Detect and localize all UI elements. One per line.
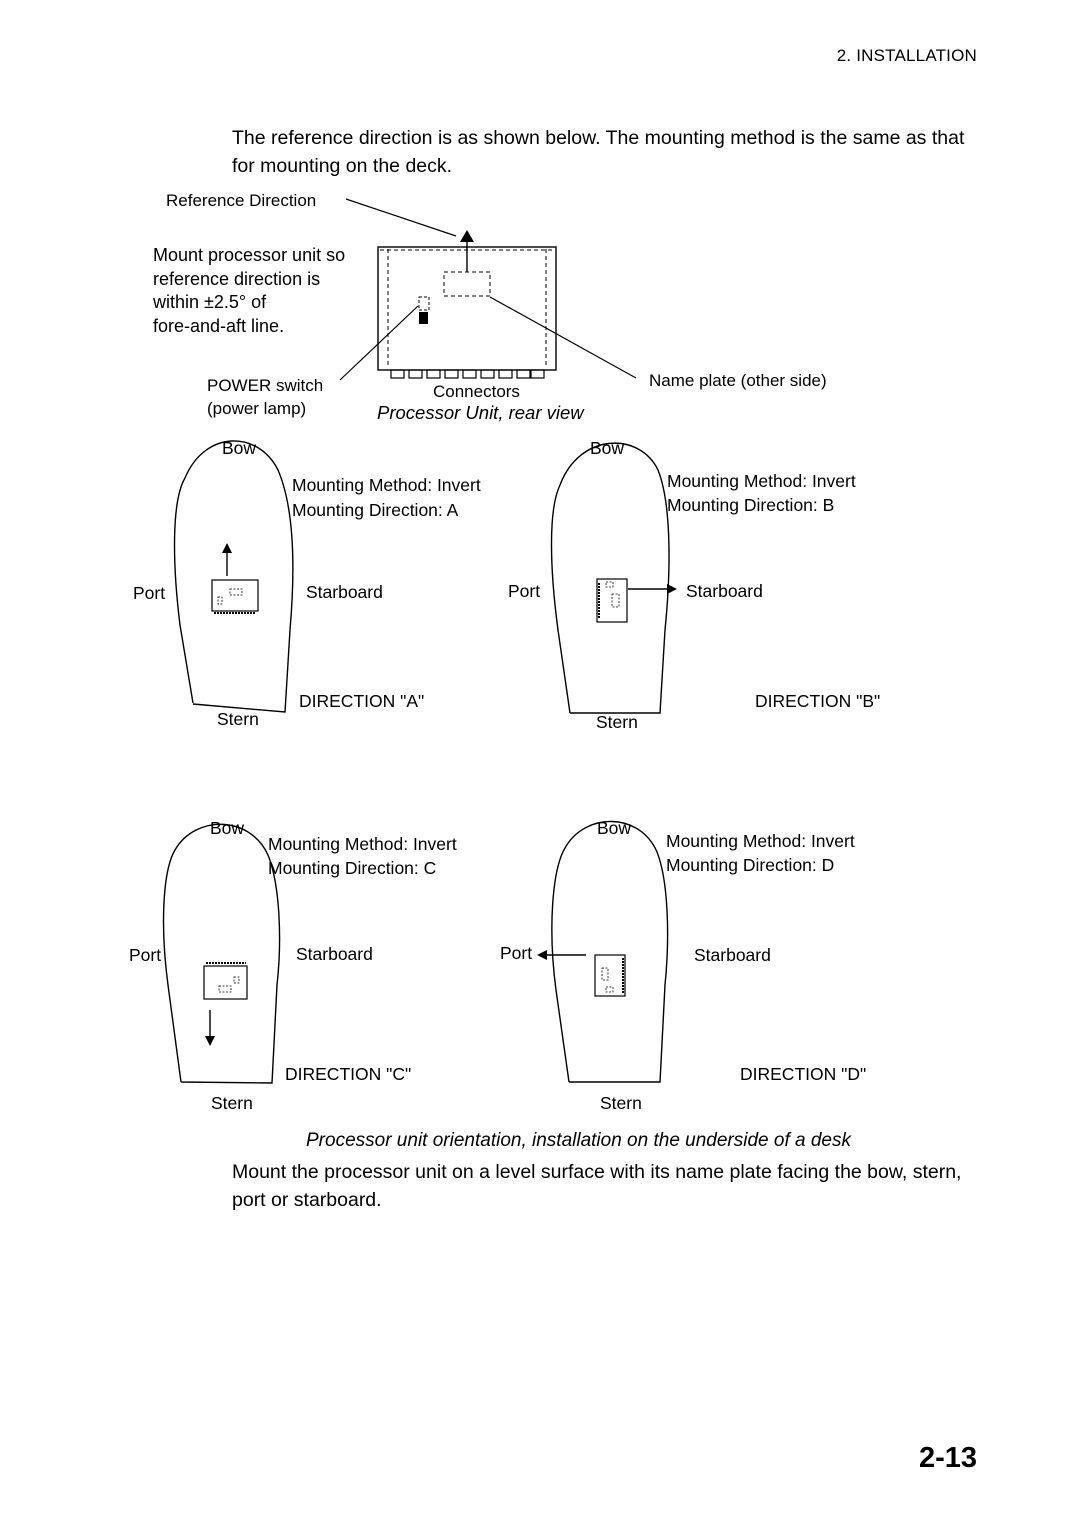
- mounting-info-b: Mounting Method: Invert Mounting Directi…: [667, 469, 856, 517]
- mounting-info-c: Mounting Method: Invert Mounting Directi…: [268, 833, 457, 880]
- mounting-method: Mounting Method: Invert: [292, 475, 481, 495]
- mounting-method: Mounting Method: Invert: [268, 834, 457, 854]
- mounting-direction: Mounting Direction: D: [666, 854, 835, 875]
- mounting-info-d: Mounting Method: Invert Mounting Directi…: [666, 830, 855, 877]
- figure-caption: Processor unit orientation, installation…: [306, 1130, 851, 1151]
- power-switch-line: POWER switch: [207, 376, 324, 395]
- intro-paragraph: The reference direction is as shown belo…: [232, 127, 965, 177]
- stern-label: Stern: [211, 1093, 253, 1113]
- mounting-info-a: Mounting Method: Invert Mounting Directi…: [292, 473, 481, 523]
- bow-label: Bow: [210, 818, 245, 838]
- mount-note-line: within ±2.5° of: [153, 292, 267, 312]
- bow-label: Bow: [590, 438, 625, 458]
- mount-note-line: fore-and-aft line.: [153, 315, 285, 336]
- name-plate-label: Name plate (other side): [649, 371, 827, 390]
- port-label: Port: [129, 945, 162, 965]
- mounting-direction: Mounting Direction: C: [268, 857, 437, 878]
- power-switch-line: (power lamp): [207, 399, 307, 418]
- running-header: 2. INSTALLATION: [836, 46, 977, 65]
- stern-label: Stern: [596, 712, 638, 732]
- connectors-label: Connectors: [433, 382, 520, 401]
- page-number: 2-13: [918, 1442, 977, 1474]
- unit-icon-a: [211, 543, 259, 614]
- bow-label: Bow: [222, 438, 257, 458]
- mount-note-line: reference direction is: [153, 268, 321, 289]
- stern-label: Stern: [600, 1093, 642, 1113]
- direction-a-label: DIRECTION "A": [299, 691, 425, 711]
- rear-view-caption: Processor Unit, rear view: [377, 402, 584, 423]
- starboard-label: Starboard: [686, 581, 763, 601]
- mount-note-line: Mount processor unit so: [153, 245, 346, 265]
- power-switch-label: POWER switch (power lamp): [207, 374, 323, 420]
- mounting-method: Mounting Method: Invert: [667, 471, 856, 491]
- boat-outline-a: [173, 440, 294, 713]
- mounting-direction: Mounting Direction: B: [667, 495, 835, 515]
- port-label: Port: [500, 943, 533, 963]
- reference-direction-label: Reference Direction: [166, 191, 317, 210]
- boat-outline-b: [550, 442, 670, 714]
- outro-paragraph: Mount the processor unit on a level surf…: [232, 1161, 962, 1211]
- direction-c-label: DIRECTION "C": [285, 1064, 412, 1084]
- starboard-label: Starboard: [694, 945, 771, 965]
- mounting-method: Mounting Method: Invert: [666, 831, 855, 851]
- unit-icon-b: [596, 578, 677, 623]
- bow-label: Bow: [597, 818, 632, 838]
- unit-icon-c: [203, 962, 248, 1046]
- starboard-label: Starboard: [296, 944, 373, 964]
- boat-outline-c: [162, 823, 281, 1084]
- unit-icon-d: [537, 950, 626, 997]
- port-label: Port: [133, 583, 166, 603]
- direction-b-label: DIRECTION "B": [755, 691, 881, 711]
- processor-unit-rear-view: [339, 198, 637, 381]
- mount-note: Mount processor unit so reference direct…: [153, 244, 345, 338]
- port-label: Port: [508, 581, 541, 601]
- stern-label: Stern: [217, 709, 259, 729]
- direction-d-label: DIRECTION "D": [740, 1064, 867, 1084]
- boat-outline-d: [551, 820, 669, 1083]
- mounting-direction: Mounting Direction: A: [292, 500, 459, 520]
- starboard-label: Starboard: [306, 582, 383, 602]
